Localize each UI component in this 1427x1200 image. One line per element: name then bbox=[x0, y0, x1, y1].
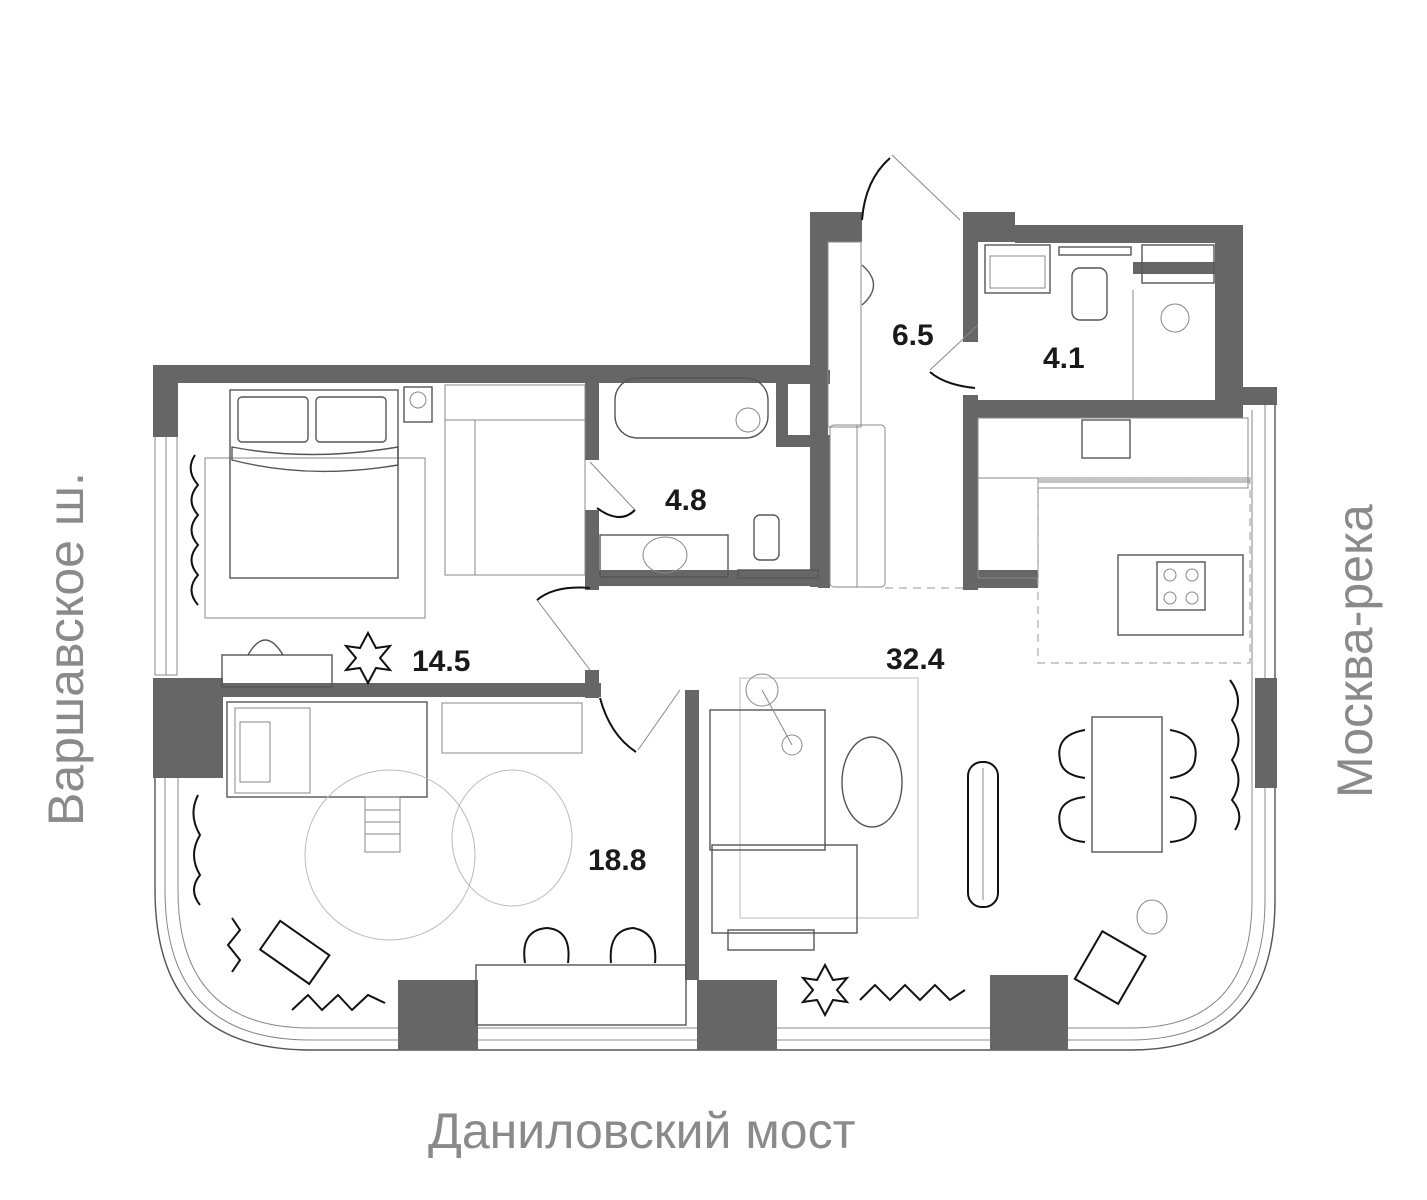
plant-icon bbox=[800, 962, 850, 1018]
street-label-left: Варшавское ш. bbox=[38, 472, 94, 826]
doors bbox=[536, 154, 979, 753]
kitchen bbox=[885, 417, 1251, 664]
wc-fixtures bbox=[984, 244, 1215, 400]
room-area-living-kitchen: 32.4 bbox=[886, 643, 945, 676]
room-area-kids-room: 18.8 bbox=[588, 844, 646, 877]
kids-furniture bbox=[192, 701, 687, 1026]
bedroom-furniture bbox=[189, 384, 586, 688]
street-label-bottom: Даниловский мост bbox=[428, 1103, 856, 1159]
room-area-bedroom: 14.5 bbox=[412, 645, 470, 678]
facade-glazing bbox=[154, 400, 1276, 1051]
street-label-right: Москва-река bbox=[1327, 504, 1383, 798]
room-area-wc: 4.1 bbox=[1043, 342, 1085, 375]
room-area-bathroom: 4.8 bbox=[665, 484, 707, 517]
bathroom-fixtures bbox=[599, 377, 819, 579]
plant-icon bbox=[343, 630, 393, 686]
hall-wardrobe bbox=[827, 241, 886, 588]
walls bbox=[153, 212, 1277, 1050]
room-area-hallway: 6.5 bbox=[892, 319, 934, 352]
living-furniture bbox=[709, 673, 1241, 1006]
